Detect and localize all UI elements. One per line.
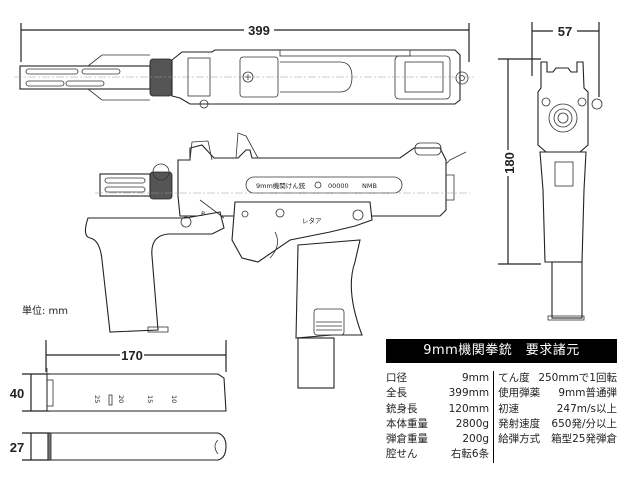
spec-label: てん度 — [498, 372, 530, 384]
front-view: 57 180 — [498, 22, 603, 321]
dimension-label-40: 40 — [10, 386, 24, 401]
spec-label: 使用弾薬 — [498, 387, 541, 400]
spec-value: 箱型25発弾倉 — [551, 433, 617, 446]
spec-value: 200g — [462, 433, 490, 446]
spec-row: 使用弾薬 9mm普通弾 — [498, 386, 617, 401]
spec-row: 全長 399mm — [386, 386, 489, 401]
dimension-label-170: 170 — [121, 348, 143, 363]
magazine-side — [46, 373, 227, 412]
spec-label: 弾倉重量 — [386, 433, 428, 446]
dimension-label-57: 57 — [558, 24, 572, 39]
spec-label: 本体重量 — [386, 417, 428, 430]
spec-row: 給弾方式箱型25発弾倉 — [498, 432, 617, 447]
dimension-magazine-height: 40 — [10, 373, 50, 412]
dimension-magazine-thickness: 27 — [10, 432, 50, 461]
magazine-mark-15: 15 — [146, 395, 154, 403]
receiver — [177, 144, 447, 217]
magazine-top — [47, 432, 227, 461]
dimension-label-27: 27 — [10, 440, 24, 455]
magazine-mark-20: 20 — [117, 395, 125, 403]
spec-value: 9mm — [461, 372, 490, 384]
engraving-serial: 00000 — [328, 182, 349, 190]
spec-row: 口径 9mm — [386, 371, 489, 386]
magazine-mark-10: 10 — [170, 395, 178, 403]
spec-label: 口径 — [386, 372, 407, 384]
spec-label: 腔せん — [386, 448, 418, 461]
spec-table-title: 9mm機関拳銃 要求諸元 — [386, 339, 617, 363]
engraving-text: 9mm機関けん銃 — [256, 181, 306, 190]
dimension-height: 180 — [498, 58, 541, 265]
spec-table: 9mm機関拳銃 要求諸元 口径 9mm 全長 399mm 銃身長 120mm 本体重量… — [386, 339, 617, 463]
spec-value: 右転6条 — [450, 448, 490, 461]
spec-label: 給弾方式 — [498, 433, 541, 446]
spec-column-right: てん度 250mmで1回転 使用弾薬 9mm普通弾 初速 247m/s以上 発射速度 6… — [494, 371, 617, 463]
spec-value: 247m/s以上 — [556, 402, 617, 415]
dimension-width: 57 — [531, 22, 600, 97]
magazine-mark-25: 25 — [93, 395, 101, 403]
spec-row: 腔せん 右転6条 — [386, 447, 489, 462]
p-mark: P — [201, 210, 205, 218]
spec-column-left: 口径 9mm 全長 399mm 銃身長 120mm 本体重量 2800g 弾倉重量 200… — [386, 371, 495, 463]
spec-label: 全長 — [386, 387, 407, 400]
trigger-guard-frame — [231, 201, 373, 263]
spec-row: 初速 247m/s以上 — [498, 402, 617, 417]
spec-value: 2800g — [455, 417, 490, 430]
dimension-label-180: 180 — [502, 152, 517, 174]
side-view: 9mm機関けん銃 00000 NMB P レタア — [84, 132, 470, 389]
barrel-shroud — [19, 65, 151, 90]
dimension-magazine-length: 170 — [45, 340, 227, 372]
selector-marks: レタア — [302, 216, 322, 225]
spec-value: 650発/分以上 — [551, 417, 617, 430]
engraving-maker: NMB — [362, 182, 377, 190]
spec-label: 発射速度 — [498, 417, 541, 430]
magazine-views: 170 40 25 20 15 10 27 — [10, 340, 227, 461]
top-view: 399 — [14, 23, 475, 109]
folding-stock — [84, 211, 225, 333]
spec-row: 銃身長 120mm — [386, 402, 489, 417]
pistol-grip — [295, 239, 363, 339]
barrel-nut — [149, 58, 173, 97]
dimension-overall-length: 399 — [20, 23, 470, 62]
spec-label: 初速 — [498, 402, 520, 415]
inserted-magazine — [297, 337, 335, 389]
spec-value: 399mm — [448, 387, 490, 400]
spec-value: 120mm — [448, 402, 490, 415]
dimension-label-399: 399 — [248, 23, 270, 38]
units-label: 単位: mm — [22, 306, 69, 317]
spec-label: 銃身長 — [386, 402, 418, 415]
spec-value: 9mm普通弾 — [558, 387, 617, 400]
spec-row: 発射速度 650発/分以上 — [498, 417, 617, 432]
spec-row: 弾倉重量 200g — [386, 432, 489, 447]
spec-row: 本体重量 2800g — [386, 417, 489, 432]
spec-value: 250mmで1回転 — [538, 372, 617, 384]
spec-row: てん度 250mmで1回転 — [498, 371, 617, 386]
